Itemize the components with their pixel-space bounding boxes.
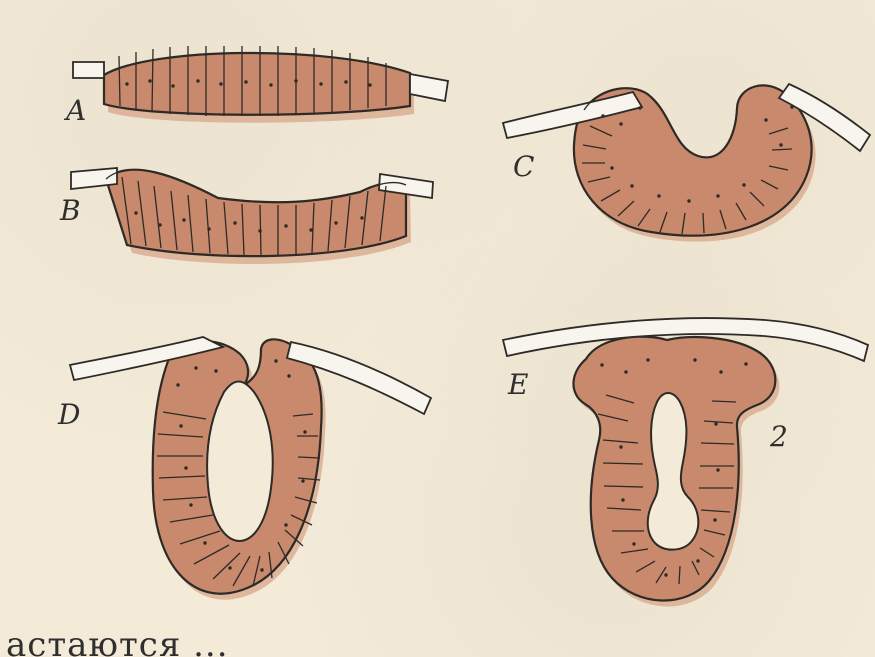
label-2: 2 bbox=[769, 420, 788, 453]
label-e: E bbox=[507, 368, 528, 401]
stage-b bbox=[71, 168, 433, 264]
stage-c bbox=[503, 84, 870, 242]
stage-a bbox=[73, 46, 448, 123]
label-c: C bbox=[513, 150, 534, 183]
stage-d bbox=[70, 337, 431, 600]
label-b: B bbox=[59, 194, 81, 227]
label-a: A bbox=[63, 94, 86, 127]
stage-e bbox=[503, 318, 868, 606]
bottom-caption: астаются ... bbox=[6, 625, 229, 657]
label-d: D bbox=[57, 398, 80, 431]
